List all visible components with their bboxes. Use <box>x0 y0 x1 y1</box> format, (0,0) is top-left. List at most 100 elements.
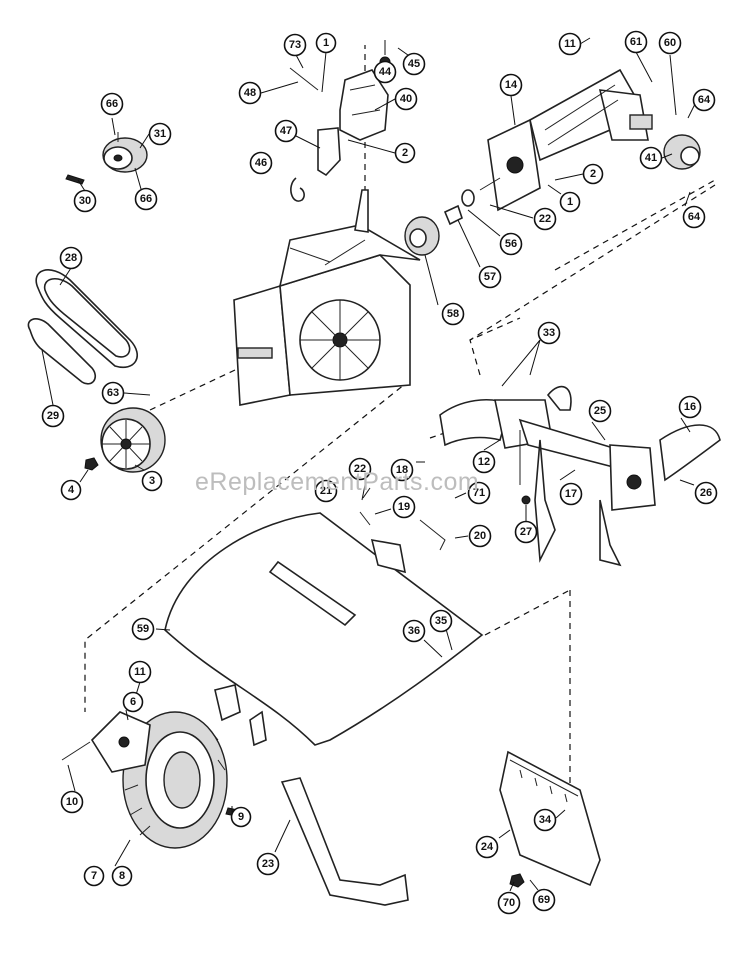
svg-text:34: 34 <box>539 814 552 826</box>
callout-73: 73 <box>283 33 307 57</box>
callout-33: 33 <box>537 321 561 345</box>
svg-text:59: 59 <box>137 623 149 635</box>
svg-text:19: 19 <box>398 501 410 513</box>
callout-46: 46 <box>249 151 273 175</box>
callout-7: 7 <box>83 865 105 887</box>
callout-41: 41 <box>639 146 663 170</box>
callout-31: 31 <box>148 122 172 146</box>
svg-text:44: 44 <box>379 66 392 78</box>
callout-34: 34 <box>533 808 557 832</box>
svg-text:36: 36 <box>408 625 420 637</box>
svg-text:23: 23 <box>262 858 274 870</box>
callout-24: 24 <box>475 835 499 859</box>
svg-text:6: 6 <box>130 696 136 708</box>
large-pulley <box>84 407 166 473</box>
callout-22: 22 <box>533 207 557 231</box>
svg-text:20: 20 <box>474 530 486 542</box>
tine-shield <box>164 511 484 747</box>
callout-56: 56 <box>499 232 523 256</box>
svg-text:66: 66 <box>106 98 118 110</box>
callout-12: 12 <box>472 450 496 474</box>
callout-8: 8 <box>111 865 133 887</box>
svg-text:35: 35 <box>435 615 447 627</box>
watermark: eReplacementParts.com <box>195 468 480 496</box>
svg-text:24: 24 <box>481 841 494 853</box>
callout-36: 36 <box>402 619 426 643</box>
svg-text:33: 33 <box>543 327 555 339</box>
small-pulley <box>65 132 148 185</box>
callout-70: 70 <box>497 891 521 915</box>
svg-text:69: 69 <box>538 894 550 906</box>
svg-text:17: 17 <box>565 488 577 500</box>
callout-3: 3 <box>141 470 163 492</box>
svg-text:12: 12 <box>478 456 490 468</box>
svg-text:66: 66 <box>140 193 152 205</box>
svg-text:1: 1 <box>567 196 573 208</box>
drive-belts <box>27 269 138 385</box>
svg-text:41: 41 <box>645 152 657 164</box>
svg-text:45: 45 <box>408 58 420 70</box>
callout-25: 25 <box>588 399 612 423</box>
callout-23: 23 <box>256 852 280 876</box>
depth-bar <box>280 777 409 906</box>
callout-18: 18 <box>390 458 414 482</box>
tiller-tines <box>439 385 721 567</box>
svg-text:10: 10 <box>66 796 78 808</box>
callout-17: 17 <box>559 482 583 506</box>
transmission-housing <box>233 189 421 406</box>
callout-29: 29 <box>41 404 65 428</box>
svg-text:64: 64 <box>688 211 701 223</box>
svg-text:57: 57 <box>484 271 496 283</box>
svg-text:22: 22 <box>354 463 366 475</box>
svg-text:25: 25 <box>594 405 606 417</box>
callout-57: 57 <box>478 265 502 289</box>
svg-text:22: 22 <box>539 213 551 225</box>
callout-27: 27 <box>514 520 538 544</box>
callout-64: 64 <box>692 88 716 112</box>
callout-11: 11 <box>128 660 152 684</box>
wheel-assembly <box>61 711 239 849</box>
svg-text:30: 30 <box>79 195 91 207</box>
callout-20: 20 <box>468 524 492 548</box>
callout-2: 2 <box>394 142 416 164</box>
svg-text:29: 29 <box>47 410 59 422</box>
svg-text:31: 31 <box>154 128 166 140</box>
cotter-pin <box>290 177 305 202</box>
callout-71: 71 <box>467 481 491 505</box>
svg-text:61: 61 <box>630 36 642 48</box>
svg-text:9: 9 <box>238 811 244 823</box>
callout-48: 48 <box>238 81 262 105</box>
callout-4: 4 <box>60 479 82 501</box>
callout-59: 59 <box>131 617 155 641</box>
svg-text:63: 63 <box>107 387 119 399</box>
svg-text:26: 26 <box>700 487 712 499</box>
shaft-coupler <box>404 189 475 256</box>
callout-1: 1 <box>315 32 337 54</box>
callout-26: 26 <box>694 481 718 505</box>
callout-35: 35 <box>429 609 453 633</box>
svg-text:18: 18 <box>396 464 408 476</box>
svg-text:56: 56 <box>505 238 517 250</box>
svg-text:8: 8 <box>119 870 125 882</box>
callout-19: 19 <box>392 495 416 519</box>
svg-text:11: 11 <box>134 666 146 678</box>
svg-text:64: 64 <box>698 94 711 106</box>
svg-text:58: 58 <box>447 308 459 320</box>
callout-66: 66 <box>134 187 158 211</box>
svg-text:70: 70 <box>503 897 515 909</box>
svg-text:2: 2 <box>590 168 596 180</box>
callout-47: 47 <box>274 119 298 143</box>
callout-61: 61 <box>624 30 648 54</box>
svg-text:60: 60 <box>664 37 676 49</box>
callout-40: 40 <box>394 87 418 111</box>
svg-text:21: 21 <box>320 485 332 497</box>
callout-14: 14 <box>499 73 523 97</box>
callout-63: 63 <box>101 381 125 405</box>
svg-text:1: 1 <box>323 37 329 49</box>
svg-text:40: 40 <box>400 93 412 105</box>
svg-text:4: 4 <box>68 484 75 496</box>
svg-text:28: 28 <box>65 252 77 264</box>
svg-text:16: 16 <box>684 401 696 413</box>
svg-text:2: 2 <box>402 147 408 159</box>
